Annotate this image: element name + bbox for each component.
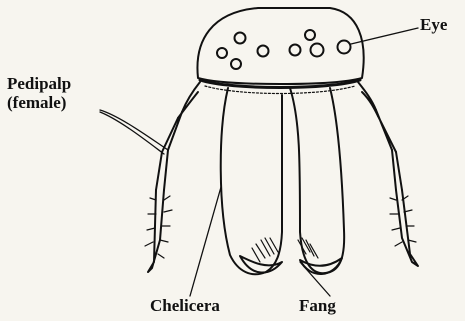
right-chelicera <box>290 88 344 273</box>
left-pedipalp <box>148 190 164 272</box>
eye-icon <box>235 33 246 44</box>
chelicera-label: Chelicera <box>150 297 220 315</box>
left-fang <box>240 256 282 273</box>
eye-icon <box>311 44 324 57</box>
right-pedipalp <box>358 82 378 116</box>
eye-icon <box>338 41 351 54</box>
pedipalp-sublabel: (female) <box>7 94 66 112</box>
eye-icon <box>258 46 269 57</box>
eye-icon <box>290 45 301 56</box>
chelicera-shading <box>252 238 318 262</box>
right-pedipalp <box>376 110 396 152</box>
left-pedipalp <box>162 112 182 152</box>
eye-icon <box>231 59 241 69</box>
pedipalp-leader-line <box>100 112 164 154</box>
chelicera-leader-line <box>190 187 221 296</box>
pedipalp-label: Pedipalp <box>7 75 71 93</box>
fang-leader-line <box>300 262 330 296</box>
left-pedipalp <box>156 150 168 190</box>
left-chelicera <box>221 88 282 274</box>
eye-icon <box>305 30 315 40</box>
fang-label: Fang <box>299 297 336 315</box>
right-pedipalp <box>392 150 402 190</box>
head-carapace <box>197 8 363 84</box>
eyes <box>217 30 351 69</box>
eye-icon <box>217 48 227 58</box>
eye-label: Eye <box>420 16 447 34</box>
pedipalp-leader-line <box>100 110 168 150</box>
